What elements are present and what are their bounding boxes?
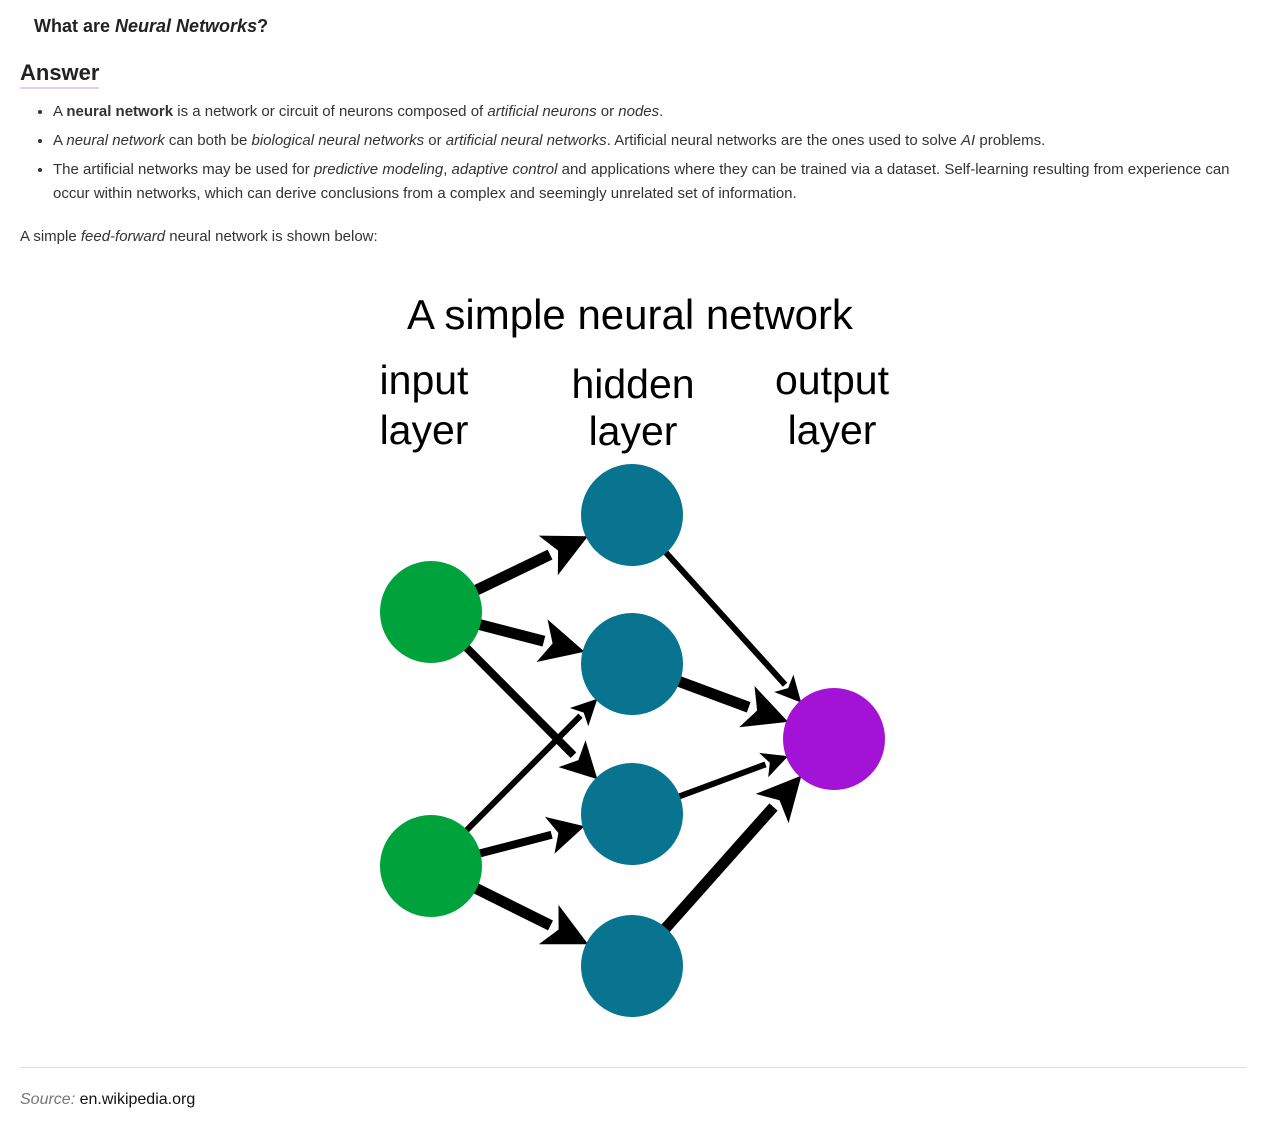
source-label: Source: [20, 1091, 76, 1108]
answer-bullet: A neural network is a network or circuit… [53, 100, 1253, 124]
node-input-1 [380, 561, 482, 663]
intro-prefix: A simple [20, 228, 81, 245]
bullet-text-segment: artificial neurons [487, 103, 597, 120]
bullet-text-segment: A [53, 103, 67, 120]
bullet-text-segment: or [424, 132, 446, 149]
arrowhead-output-1 [739, 686, 789, 728]
node-hidden-1 [581, 464, 683, 566]
bullet-text-segment: predictive modeling [313, 161, 444, 178]
answer-bullet: The artificial networks may be used for … [53, 158, 1253, 206]
node-hidden-2 [581, 613, 683, 715]
question-suffix: ? [257, 16, 269, 36]
bullet-text-segment: biological neural networks [251, 132, 425, 149]
bullet-text-segment: adaptive control [451, 161, 558, 178]
node-hidden-4 [581, 915, 683, 1017]
question-title: What are Neural Networks? [34, 16, 268, 37]
bullet-text-segment: A [53, 132, 67, 149]
bullet-text-segment: neural network [66, 132, 165, 149]
node-output-1 [783, 688, 885, 790]
layer-label-output: layer [788, 407, 877, 453]
bullet-text-segment: neural network [66, 103, 174, 120]
bullet-text-segment: is a network or circuit of neurons compo… [173, 103, 488, 120]
layer-label-input: layer [380, 407, 469, 453]
bullet-text-segment: . Artificial neural networks are the one… [606, 132, 962, 149]
arrowhead-hidden-3 [545, 816, 585, 854]
arrowhead-hidden-2 [536, 619, 585, 662]
bullet-text-segment: artificial neural networks [445, 132, 607, 149]
layer-label-output: output [775, 357, 890, 403]
arrowhead-hidden-1 [538, 535, 588, 576]
answer-bullet: A neural network can both be biological … [53, 129, 1253, 153]
node-input-2 [380, 815, 482, 917]
intro-emphasis: feed-forward [80, 228, 166, 245]
arrowhead-output-1 [755, 775, 802, 824]
arrowhead-hidden-4 [538, 904, 589, 945]
bullet-text-segment: or [596, 103, 619, 120]
bullet-text-segment: AI [961, 132, 976, 149]
layer-label-hidden: layer [589, 408, 678, 454]
bullet-text-segment: and applications where they can be train… [53, 161, 1230, 202]
bullet-text-segment: nodes [618, 103, 660, 120]
bullet-text-segment: can both be [164, 132, 252, 149]
arrowhead-output-1 [774, 674, 802, 703]
bullet-text-segment: . [659, 103, 664, 120]
answer-list: A neural network is a network or circuit… [34, 100, 1253, 211]
connection-hidden-4-to-output-1 [648, 803, 778, 947]
bullet-text-segment: The artificial networks may be used for [53, 161, 314, 178]
bullet-text-segment: , [443, 161, 452, 178]
connection-input-2-to-hidden-2 [450, 713, 583, 847]
divider [20, 1067, 1246, 1068]
connection-hidden-1-to-output-1 [650, 535, 788, 687]
question-topic: Neural Networks [115, 16, 258, 36]
arrowhead-hidden-3 [558, 740, 598, 780]
connection-input-1-to-hidden-3 [449, 630, 577, 758]
diagram-title: A simple neural network [407, 291, 854, 338]
layer-label-hidden: hidden [571, 361, 694, 407]
bullet-text-segment: problems. [975, 132, 1046, 149]
source-link[interactable]: en.wikipedia.org [79, 1091, 196, 1108]
nodes [380, 464, 885, 1017]
source-line: Source: en.wikipedia.org [20, 1091, 195, 1109]
connections [449, 535, 802, 947]
diagram-intro: A simple feed-forward neural network is … [20, 228, 378, 245]
question-prefix: What are [34, 16, 116, 36]
arrowhead-hidden-2 [569, 698, 598, 727]
layer-label-input: input [380, 357, 470, 403]
intro-suffix: neural network is shown below: [165, 228, 378, 245]
arrowhead-output-1 [759, 752, 789, 778]
node-hidden-3 [581, 763, 683, 865]
answer-heading: Answer [20, 60, 100, 89]
